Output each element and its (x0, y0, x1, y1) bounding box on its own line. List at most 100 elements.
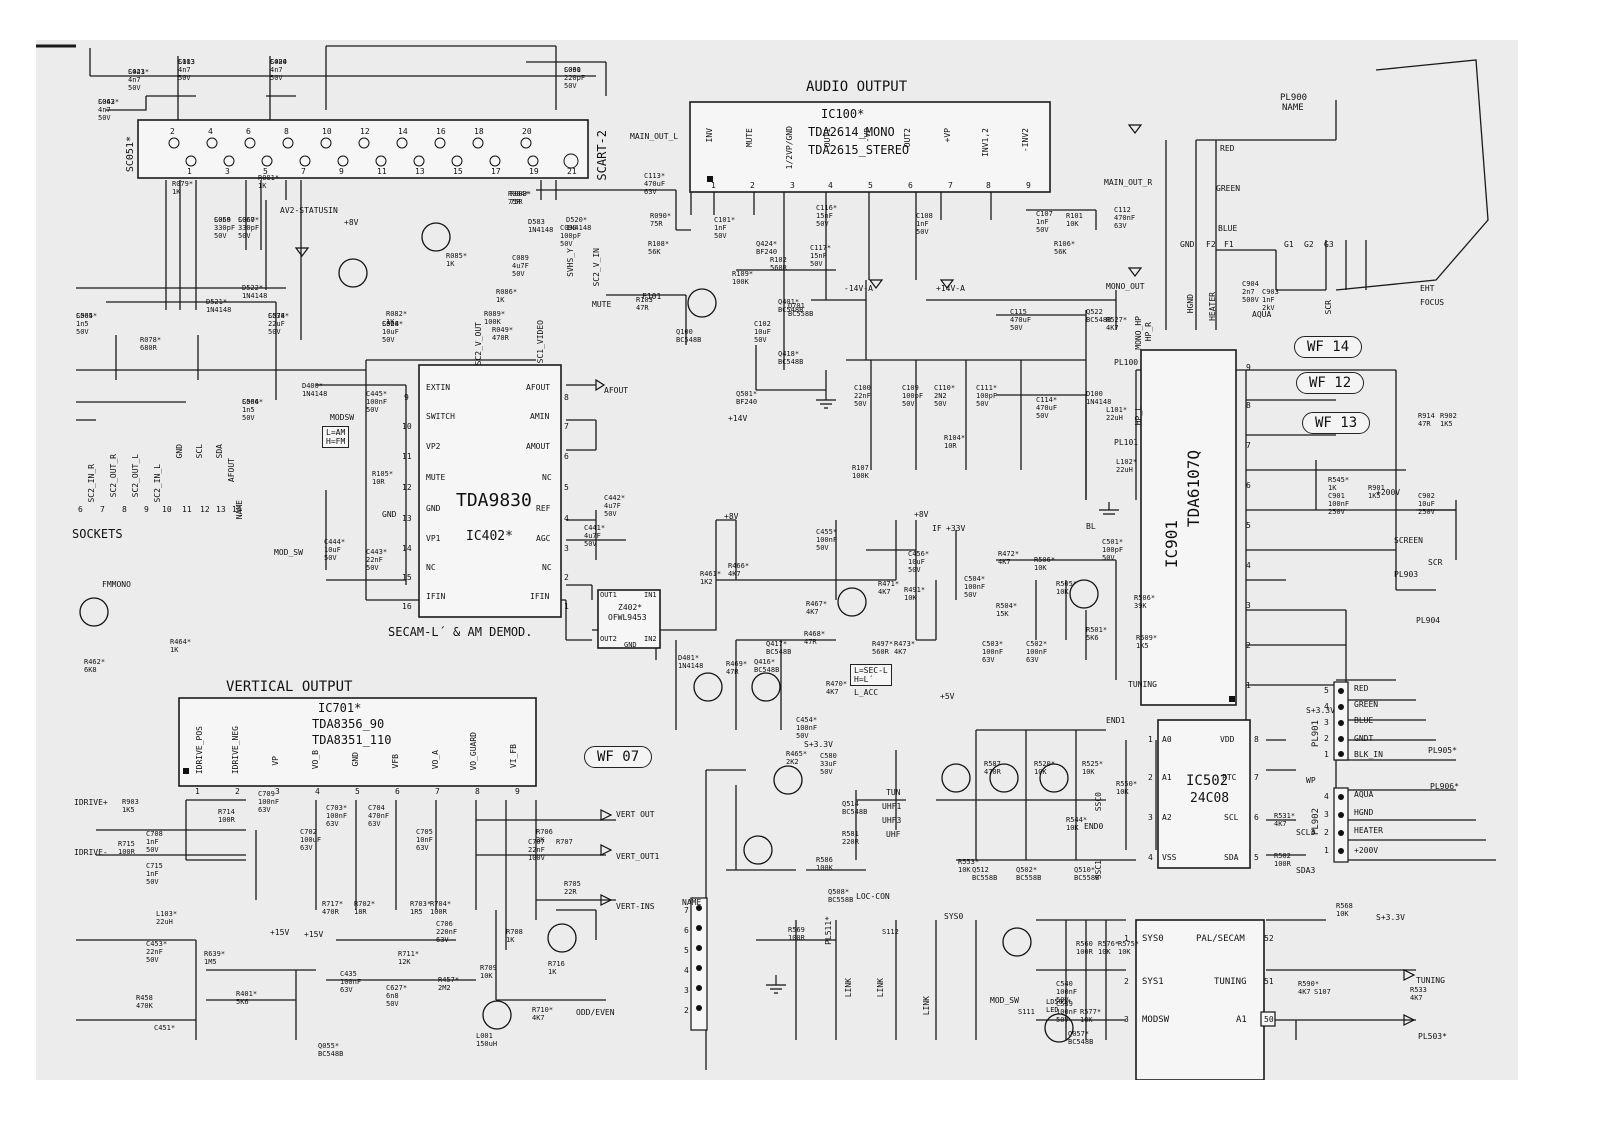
ic100-pin-number: 8 (986, 181, 991, 190)
scart-pin: 15 (453, 167, 463, 176)
component-c102: C102 10uF 50V (754, 320, 771, 344)
net-label: +15V (270, 928, 290, 937)
component-r401: R401* 5K6 (236, 990, 258, 1006)
net-label: SC2_V_OUT (474, 322, 483, 366)
component-c043: C043* 4n7 50V (128, 68, 150, 92)
ic100-pin-number: 6 (908, 181, 913, 190)
component-s524: S524 (382, 320, 399, 328)
ic100-type2: TDA2615_STEREO (808, 143, 910, 157)
pal-pin-number: 3 (1124, 1015, 1129, 1024)
ic901-pin-number: 2 (1246, 641, 1251, 650)
component-r466: R466* 4K7 (728, 562, 750, 578)
ic100-pin-number: 9 (1026, 181, 1031, 190)
component-r533: R533 4K7 (1410, 986, 1427, 1002)
net-label: MOD_SW (990, 996, 1019, 1005)
ic100-pin-name: OUT1 (823, 128, 832, 148)
ic901-pin-number: 1 (1246, 681, 1251, 690)
net-label: MAIN_OUT_R (1104, 178, 1153, 187)
scart-pin: 14 (398, 127, 408, 136)
ic901-pin-number: 5 (1246, 521, 1251, 530)
component-c902: C902 10uF 250V (1418, 492, 1435, 516)
ic402-pin-number: 9 (404, 393, 409, 402)
component-r470: R470* 4K7 (826, 680, 848, 696)
component-r457: R457* 2M2 (438, 976, 460, 992)
component-r083: R083* 75R (510, 190, 532, 206)
component-r471: R471* 4K7 (878, 580, 900, 596)
pl901-name: GREEN (1354, 700, 1379, 709)
net-label: S+3.3V (1376, 913, 1405, 922)
component-s504: S504 (76, 312, 93, 320)
component-c435: C435 100nF 63V (340, 970, 362, 994)
component-r506: R506* 10K (1034, 556, 1056, 572)
component-r705: R705 22R (564, 880, 581, 896)
component-s506: S506 (242, 398, 259, 406)
net-label: +15V (304, 930, 324, 939)
scart-right-label: SCART-2 (595, 130, 609, 181)
net-label: END1 (1106, 716, 1126, 725)
component-ld501: LD501* LED (1046, 998, 1072, 1014)
ic701-body (178, 697, 537, 787)
component-c504: C504* 100nF 50V (964, 575, 986, 599)
component-d521: D521* 1N4148 (206, 298, 232, 314)
component-r704: R704* 100R (430, 900, 452, 916)
ic100-type1: TDA2614_MONO (808, 125, 895, 139)
misc-label: GND (382, 510, 397, 519)
pl901-pin: 2 (1324, 734, 1329, 743)
net-label: TUN (886, 788, 901, 797)
component-c111: C111* 100pF 50V (976, 384, 998, 408)
waveform-tag: WF 14 (1294, 336, 1363, 358)
component-r469: R469* 47R (726, 660, 748, 676)
ic100-pin-name: OUT2 (903, 128, 912, 148)
socket-pin-name: AFOUT (227, 458, 236, 483)
pal-pin-number: 2 (1124, 977, 1129, 986)
component-r106: R106* 56K (1054, 240, 1076, 256)
component-c107: C107 1nF 50V (1036, 210, 1053, 234)
ic502-body (1157, 719, 1251, 869)
pal-pin: SYS0 (1142, 934, 1164, 944)
scart-pin: 10 (322, 127, 332, 136)
component-c110: C110* 2N2 50V (934, 384, 956, 408)
waveform-tag: WF 12 (1296, 372, 1365, 394)
net-label: SCREEN (1394, 536, 1423, 545)
ic402-pin-number: 15 (402, 573, 412, 582)
component-d100: D100 1N4148 (1086, 390, 1112, 406)
socket-pin-name: SDA (215, 444, 224, 459)
component-r581: R581 220R (842, 830, 859, 846)
z402-pin: OUT1 (600, 591, 617, 599)
ic701-pin: VFB (391, 754, 400, 769)
component-s538: S538 (268, 312, 285, 320)
ic502-type: 24C08 (1190, 791, 1230, 806)
component-c444: C444* 10uF 50V (324, 538, 346, 562)
component-c709: C709 100nF 63V (258, 790, 280, 814)
ic100-pin-number: 5 (868, 181, 873, 190)
ic901-pin-number: 8 (1246, 401, 1251, 410)
pl901-pin: 1 (1324, 750, 1329, 759)
ic100-pin-name: +VP (943, 128, 952, 143)
ic502-pin-number: 7 (1254, 773, 1259, 782)
pal-pin: SYS1 (1142, 977, 1164, 987)
ic502-pin: A0 (1162, 735, 1172, 744)
ic402-pin-number: 7 (564, 422, 569, 431)
pl902-name: AQUA (1354, 790, 1374, 799)
pl900-label: GND (1180, 240, 1195, 249)
component-c074: C074* 22uF 50V (268, 312, 290, 336)
pal-secam-body (1135, 919, 1265, 1080)
secam-demod-title: SECAM-L´ & AM DEMOD. (388, 625, 533, 639)
component-r108: R108* 56K (648, 240, 670, 256)
scart-pin: 7 (301, 167, 306, 176)
component-c706: C706 220nF 63V (436, 920, 458, 944)
ic402-pin: GND (426, 504, 441, 513)
misc-label: LINK (876, 978, 885, 998)
component-s059: S059 (214, 216, 231, 224)
connector-ref: PL101 (1114, 438, 1139, 447)
scart-pin: 8 (284, 127, 289, 136)
pl902-name: +200V (1354, 846, 1379, 855)
ic402-pin-number: 6 (564, 452, 569, 461)
component-r468: R468* 47R (804, 630, 826, 646)
scart-pin: 20 (522, 127, 532, 136)
scart-pin: 4 (208, 127, 213, 136)
component-r531: R531* 4K7 (1274, 812, 1296, 828)
component-s112: S112 (882, 928, 899, 936)
